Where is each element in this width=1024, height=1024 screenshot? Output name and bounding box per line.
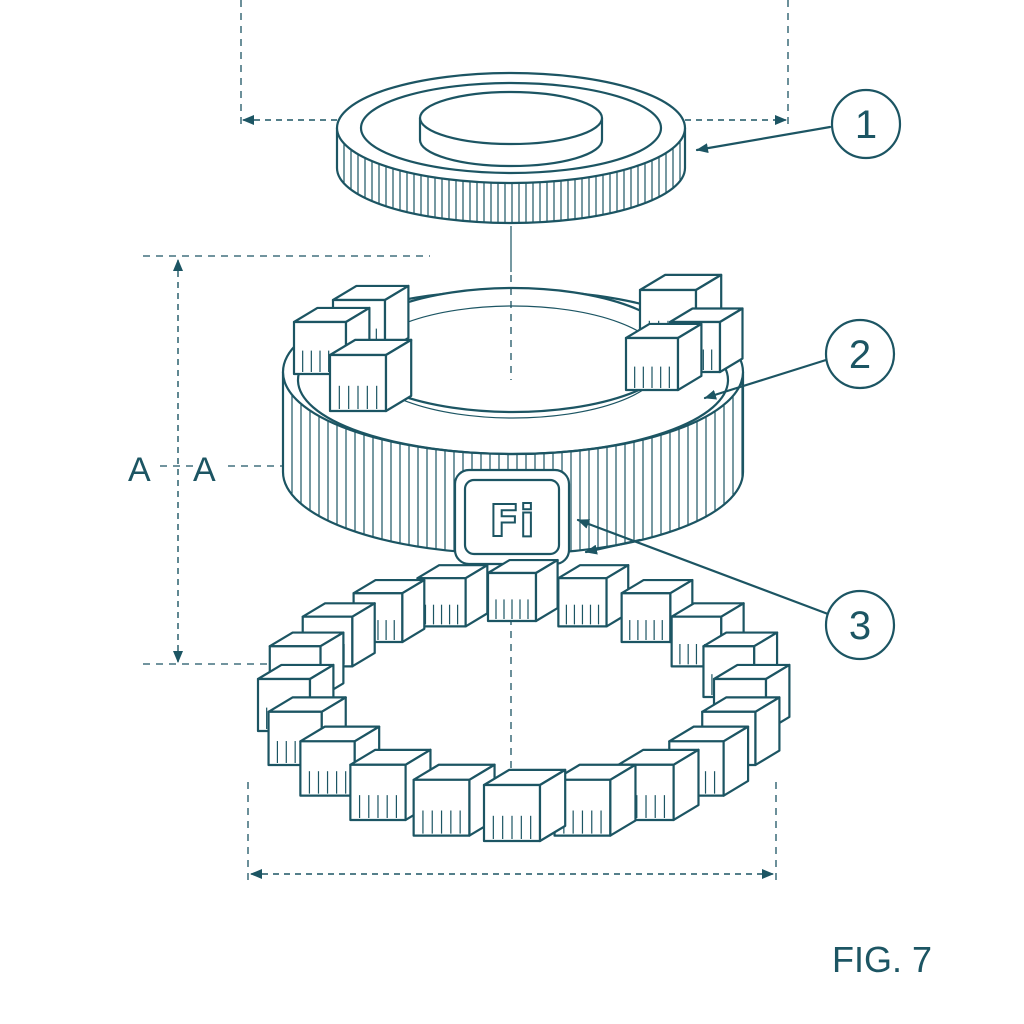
section-label-right: A	[193, 451, 216, 489]
figure-label: FIG. 7	[832, 939, 932, 980]
part-1-cap-disc	[335, 71, 687, 225]
housing-cube-clusters	[292, 273, 744, 413]
ring-cube	[557, 564, 630, 628]
callout-2: 2	[703, 318, 896, 400]
callout-3-number: 3	[849, 604, 871, 648]
callout-1-number: 1	[855, 103, 877, 147]
housing-cube	[328, 338, 413, 413]
height-dimension	[143, 255, 430, 665]
emblem-text: Fi	[489, 496, 534, 547]
housing-cube	[624, 322, 703, 392]
bottom-dimension	[247, 782, 777, 884]
top-dimension	[240, 0, 789, 130]
ring-cube	[553, 763, 637, 837]
ring-cube	[482, 768, 567, 843]
section-label-left: A	[128, 451, 151, 489]
cap-side-hatching	[343, 141, 681, 223]
ring-cube	[416, 564, 489, 628]
callout-2-number: 2	[849, 333, 871, 377]
part-3-emblem-badge: Fi	[453, 468, 571, 566]
callout-1: 1	[695, 88, 902, 160]
ring-cube	[486, 558, 559, 623]
ring-cube	[412, 763, 496, 837]
callout-3: 3	[576, 518, 896, 661]
cube-ring	[256, 558, 791, 843]
